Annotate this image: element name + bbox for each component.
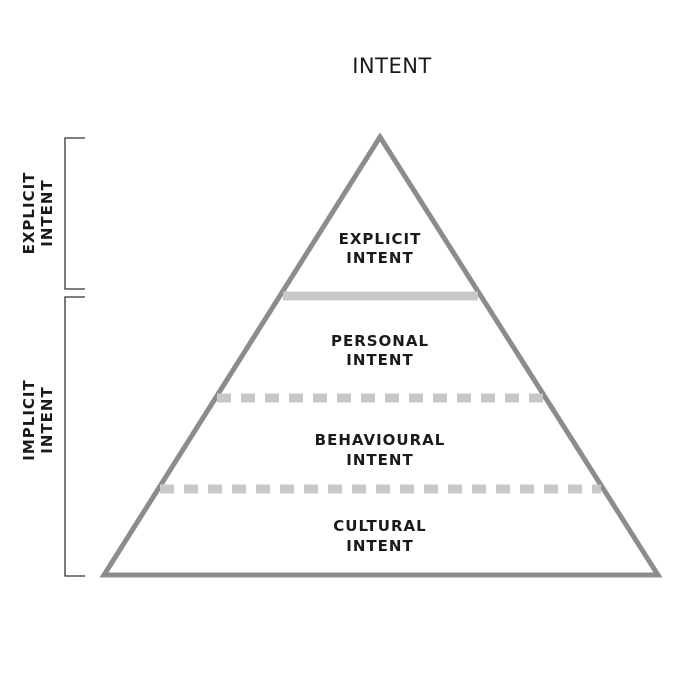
layer-cultural-intent: CULTURAL INTENT	[333, 517, 426, 555]
bracket-label-line1: EXPLICIT	[20, 172, 38, 255]
layer-label-line1: EXPLICIT	[339, 230, 422, 248]
layer-label-line1: CULTURAL	[333, 517, 426, 535]
layer-label-line1: BEHAVIOURAL	[315, 431, 446, 449]
explicit-bracket	[64, 137, 85, 290]
layer-label-line1: PERSONAL	[331, 332, 429, 350]
bracket-label-line2: INTENT	[38, 179, 56, 246]
layer-explicit-intent: EXPLICIT INTENT	[339, 230, 422, 267]
bracket-label-line2: INTENT	[38, 386, 56, 453]
layer-label-line2: INTENT	[346, 351, 413, 369]
implicit-bracket-label: IMPLICIT INTENT	[20, 379, 56, 460]
layer-label-line2: INTENT	[346, 451, 413, 469]
diagram-title: INTENT	[352, 54, 432, 78]
bracket-label-line1: IMPLICIT	[20, 379, 38, 460]
layer-personal-intent: PERSONAL INTENT	[331, 332, 429, 369]
layer-label-line2: INTENT	[346, 249, 413, 267]
layer-label-line2: INTENT	[346, 537, 413, 555]
pyramid-outline	[99, 132, 663, 578]
explicit-bracket-label: EXPLICIT INTENT	[20, 172, 56, 255]
layer-behavioural-intent: BEHAVIOURAL INTENT	[315, 431, 446, 469]
implicit-bracket	[64, 296, 85, 577]
